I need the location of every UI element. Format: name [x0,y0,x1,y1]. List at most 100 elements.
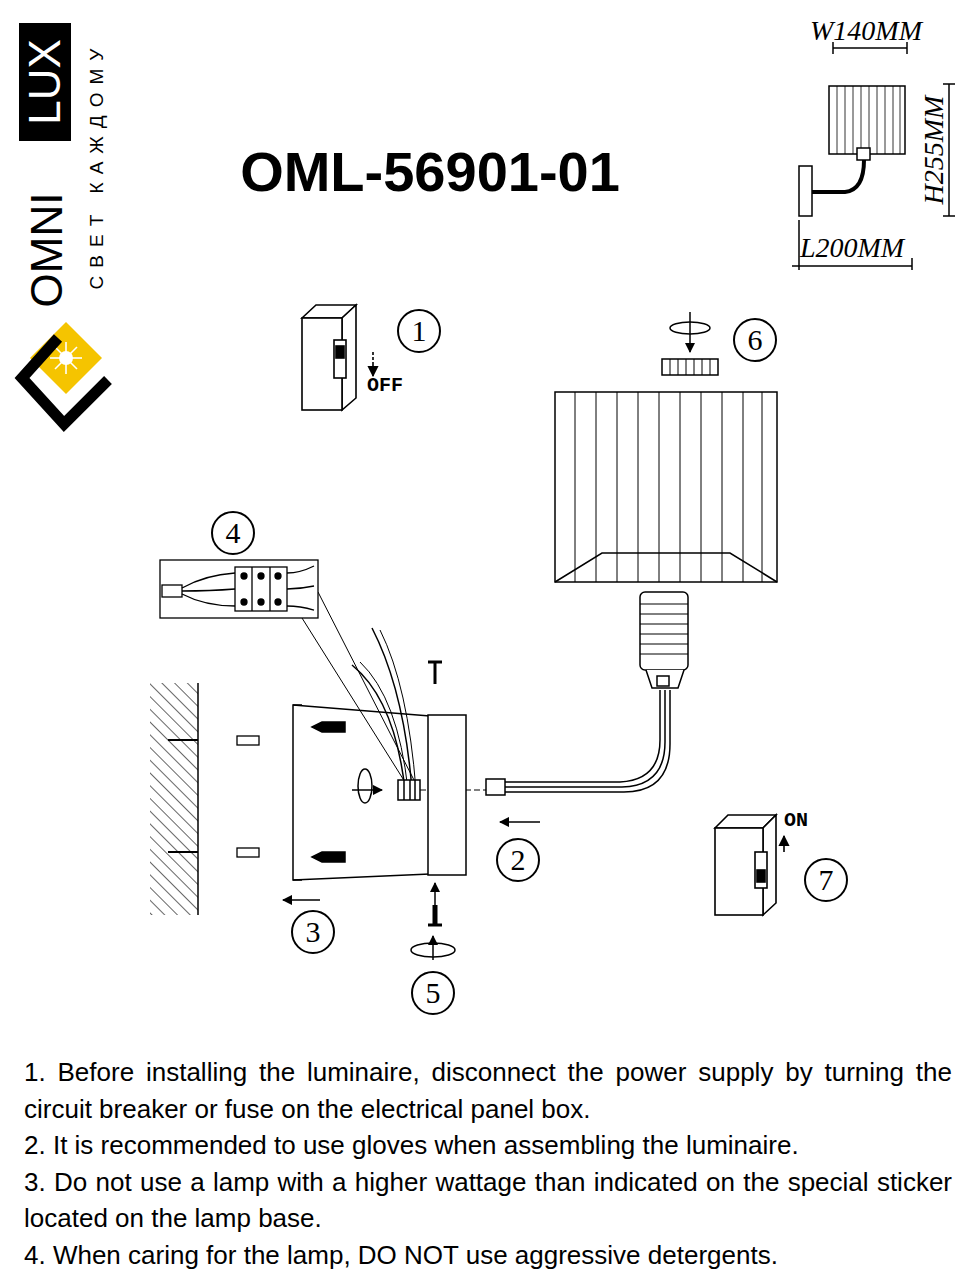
terminal-block-inset [182,589,235,591]
logo-mark [55,347,77,369]
overview-lamp [799,166,812,216]
terminal-block-inset [160,560,318,618]
node-text: 2 [511,845,526,875]
overview-lamp [893,86,894,154]
shade-nut [702,359,703,375]
wall-switch-on [757,870,765,882]
fixing-screw [411,662,455,960]
wall [168,851,198,853]
overview-lamp [837,86,900,154]
mounting-bracket [409,780,411,800]
logo-mark [55,347,77,369]
wall [237,736,259,745]
terminal-block-inset [287,566,314,573]
wall-switch-off [334,340,346,378]
mounting-bracket [372,628,412,790]
wall-switch-off [302,305,373,410]
wall-switch-on [715,815,784,915]
socket-arm [505,690,665,787]
overview-lamp [829,86,905,154]
socket-arm [640,654,688,655]
shade-nut [694,359,695,375]
logo-mark [22,322,108,424]
dimension-label: W140MM [810,17,922,45]
callout-circle: 5 [411,971,455,1015]
node-text: 5 [426,978,441,1008]
node-text: 3 [306,917,321,947]
overview-lamp [857,148,870,160]
instruction-note: 1. Before installing the luminaire, disc… [24,1054,952,1127]
mounting-bracket [414,780,416,800]
terminal-block-inset [162,585,182,597]
overview-lamp [948,84,950,216]
callout-circle: 6 [733,318,777,362]
socket-arm [640,624,688,625]
terminal-block-inset [275,599,281,605]
shade-nut [670,359,710,375]
socket-arm [640,604,688,654]
fixing-screw [434,883,436,905]
instruction-note: 4. When caring for the lamp, DO NOT use … [24,1237,952,1274]
overview-lamp [792,42,955,270]
shade-nut [689,312,691,352]
lamp-shade [555,553,777,582]
socket-arm [640,614,688,615]
shade-nut [662,312,718,375]
mounting-bracket [500,821,540,823]
mounting-bracket [312,852,345,862]
mounting-bracket [403,780,405,800]
overview-lamp [861,86,862,154]
node-text: 6 [748,325,763,355]
node-text: 4 [226,518,241,548]
fixing-screw [434,662,437,684]
overview-lamp [885,86,886,154]
fixing-screw [432,936,434,960]
dimension-label: L200MM [800,234,904,262]
terminal-block-inset [258,599,264,605]
lamp-shade [596,392,597,582]
socket-arm [505,690,660,782]
overview-lamp [900,86,901,154]
terminal-block-inset [251,567,252,611]
overview-lamp [911,258,913,270]
shade-nut [670,359,671,375]
callout-circle: 1 [397,309,441,353]
overview-lamp [833,47,907,49]
dimension-label: H255MM [920,96,948,205]
socket-arm [640,592,688,670]
overview-lamp [853,86,854,154]
socket-arm [486,779,505,795]
node-text: 1 [412,316,427,346]
mounting-bracket [352,665,405,790]
terminal-block-inset [241,573,247,579]
terminal-block-inset [182,573,235,588]
lamp-shade [555,392,777,582]
wall [168,739,198,741]
terminal-block-inset [160,560,318,618]
lamp-shade [575,392,576,582]
overview-lamp [845,86,846,154]
instruction-note: 3. Do not use a lamp with a higher watta… [24,1164,952,1237]
mounting-bracket [283,592,540,900]
socket-arm [640,634,688,635]
callout-circle: 2 [496,838,540,882]
socket-arm [640,644,688,645]
callout-circle: 3 [291,910,335,954]
wall-switch-off [372,364,374,376]
mounting-bracket [293,705,430,716]
callout-circle: 7 [804,858,848,902]
instruction-note: 2. It is recommended to use gloves when … [24,1127,952,1164]
overview-lamp [798,220,800,270]
model-title: OML-56901-01 [240,144,620,200]
mounting-bracket [380,630,416,790]
mounting-bracket [293,705,302,880]
wall [197,683,199,915]
wall [237,848,259,857]
overview-lamp [943,83,955,85]
socket-arm [505,690,670,792]
wall-switch-on [755,852,767,888]
overview-lamp [812,160,864,192]
shade-nut [662,359,718,375]
terminal-block-inset [287,586,314,589]
